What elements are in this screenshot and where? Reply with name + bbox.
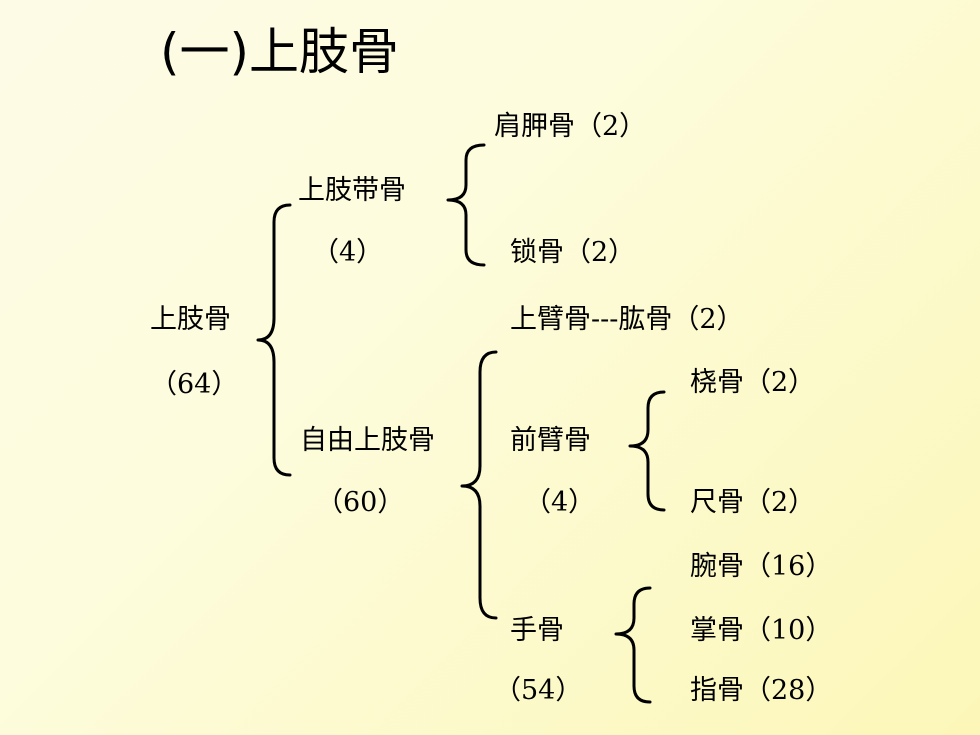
- brace-upper-limb: [256, 203, 292, 477]
- brace-girdle: [446, 143, 486, 267]
- brace-hand: [614, 586, 652, 704]
- node-forearm: 前臂骨: [510, 425, 591, 456]
- node-scapula: 肩胛骨（2）: [494, 111, 647, 142]
- page-title: (一)上肢骨: [160, 23, 400, 81]
- node-hand-count: （54）: [494, 675, 583, 706]
- node-girdle: 上肢带骨: [298, 175, 406, 206]
- node-humerus: 上臂骨---肱骨（2）: [510, 304, 744, 335]
- node-clavicle: 锁骨（2）: [510, 237, 636, 268]
- node-ulna: 尺骨（2）: [690, 487, 816, 518]
- node-upper-limb-count: （64）: [150, 369, 239, 400]
- node-free-limb-count: （60）: [316, 487, 405, 518]
- node-carpal: 腕骨（16）: [690, 551, 833, 582]
- node-forearm-count: （4）: [524, 487, 596, 518]
- brace-forearm: [628, 390, 666, 512]
- node-phalanges: 指骨（28）: [690, 675, 833, 706]
- node-girdle-count: （4）: [312, 237, 384, 268]
- node-hand: 手骨: [510, 615, 564, 646]
- brace-free-limb: [460, 350, 498, 620]
- node-metacarpal: 掌骨（10）: [690, 615, 833, 646]
- node-radius: 桡骨（2）: [690, 367, 816, 398]
- node-upper-limb: 上肢骨: [150, 304, 231, 335]
- node-free-limb: 自由上肢骨: [300, 425, 435, 456]
